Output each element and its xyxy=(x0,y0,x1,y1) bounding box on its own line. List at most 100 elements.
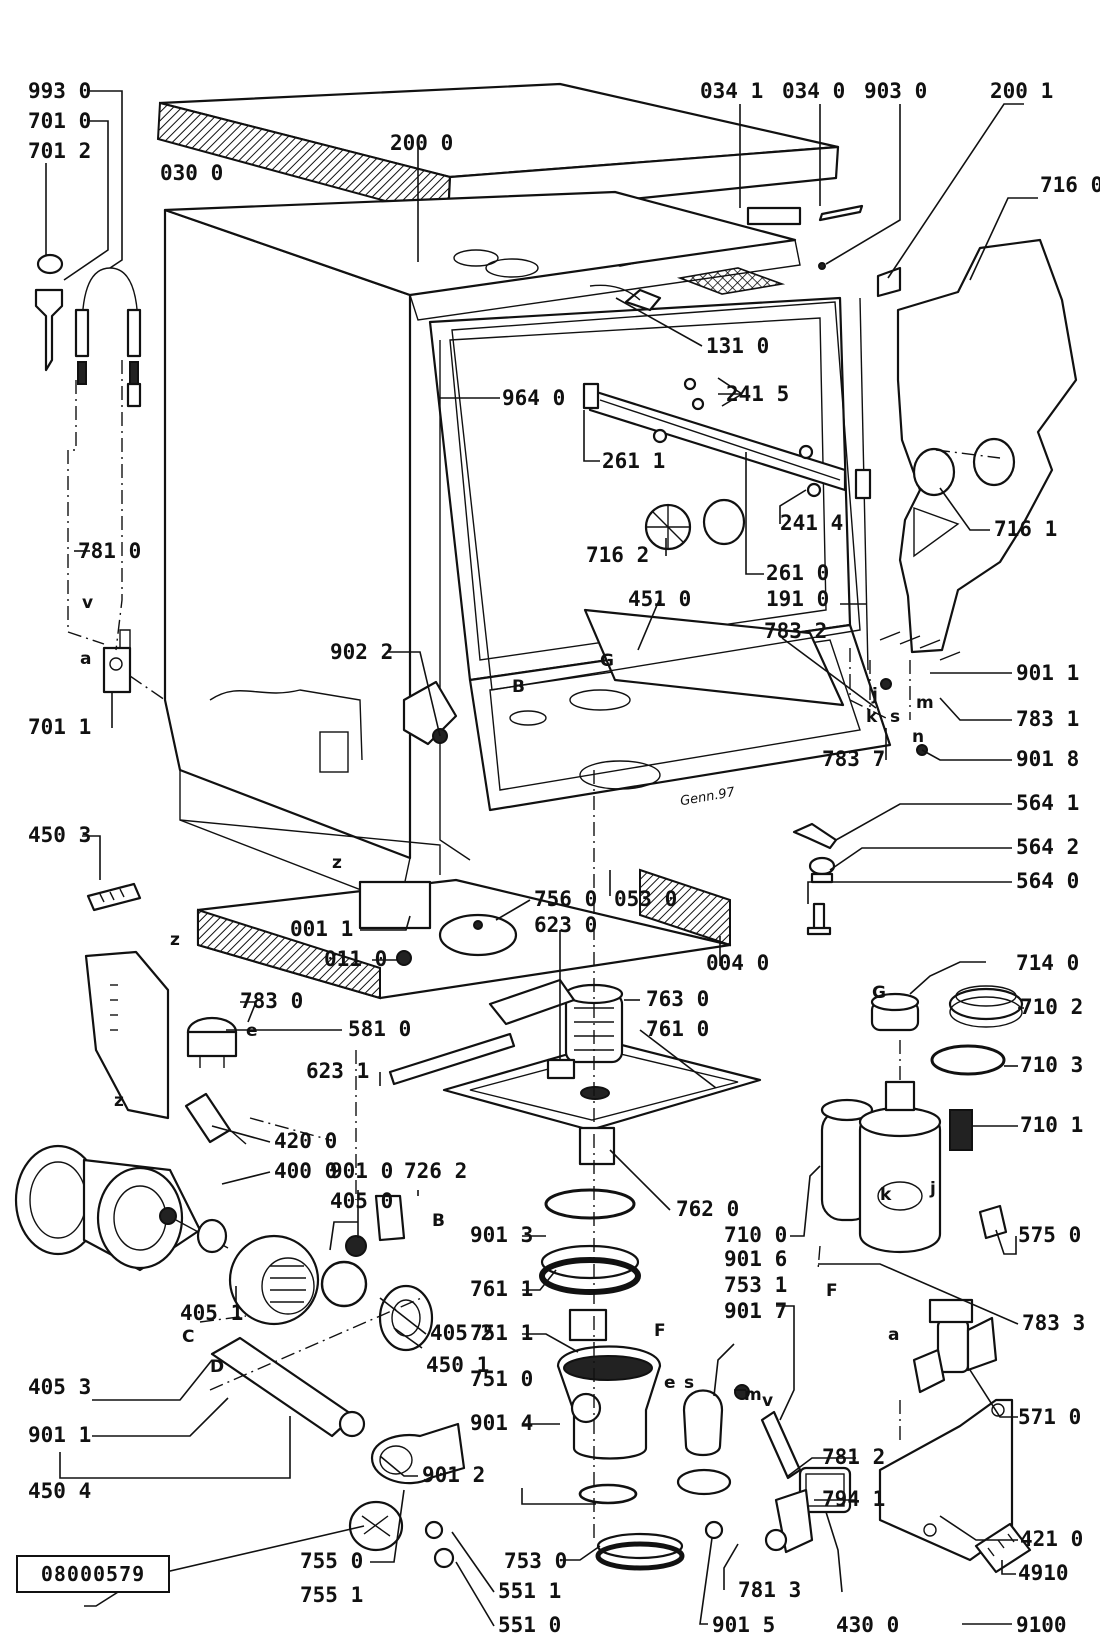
connection-letter-label: s xyxy=(684,1373,694,1393)
part-callout-label: 901 8 xyxy=(1016,747,1079,771)
part-callout-label: 710 1 xyxy=(1020,1113,1083,1137)
connection-letter-label: e xyxy=(246,1021,258,1041)
part-710-1-drawing xyxy=(949,1109,973,1151)
part-callout-label: 753 0 xyxy=(504,1549,567,1573)
part-callout-label: 9100 xyxy=(1016,1613,1067,1637)
part-callout-label: 781 0 xyxy=(78,539,141,563)
reference-code-box: 08000579 xyxy=(16,1555,170,1593)
part-callout-label: 451 0 xyxy=(628,587,691,611)
pressure-switch-drawing xyxy=(186,1016,238,1068)
part-callout-label: 450 4 xyxy=(28,1479,91,1503)
part-callout-label: 783 1 xyxy=(1016,707,1079,731)
pump-body-drawing xyxy=(196,1218,320,1326)
part-callout-label: 551 0 xyxy=(498,1613,561,1637)
connection-letter-label: F xyxy=(654,1321,666,1341)
door-switch-drawing xyxy=(388,978,576,1086)
reference-code: 08000579 xyxy=(40,1562,146,1586)
connection-letter-label: j xyxy=(929,1179,936,1199)
connection-letter-label: k xyxy=(880,1185,892,1205)
heater-drawing xyxy=(184,1092,247,1145)
part-callout-label: 405 0 xyxy=(330,1189,393,1213)
hose-clamp-901-0-drawing xyxy=(345,1235,367,1257)
connection-letter-label: G xyxy=(872,983,886,1003)
part-callout-label: 400 0 xyxy=(274,1159,337,1183)
connection-letter-label: z xyxy=(170,930,180,950)
part-illustrations xyxy=(14,82,1078,1574)
ring-710-2-drawing xyxy=(948,985,1024,1028)
hose-726-drawing xyxy=(374,1194,406,1242)
part-callout-label: 450 3 xyxy=(28,823,91,847)
part-callout-label: 901 2 xyxy=(422,1463,485,1487)
part-callout-label: 716 1 xyxy=(994,517,1057,541)
part-callout-label: 901 5 xyxy=(712,1613,775,1637)
connection-letter-label: z xyxy=(332,853,342,873)
part-callout-label: 755 1 xyxy=(300,1583,363,1607)
part-callout-label: 191 0 xyxy=(766,587,829,611)
side-panel-drawing xyxy=(854,238,1078,654)
part-callout-label: 901 1 xyxy=(1016,661,1079,685)
part-callout-label: 200 1 xyxy=(990,79,1053,103)
part-callout-label: 781 2 xyxy=(822,1445,885,1469)
base-tray-drawing xyxy=(196,868,732,1000)
pump-cover-755-1-drawing xyxy=(348,1500,404,1552)
small-parts-drawing xyxy=(589,204,961,936)
connection-letter-label: C xyxy=(182,1327,194,1347)
part-callout-label: 710 3 xyxy=(1020,1053,1083,1077)
connection-letter-label: v xyxy=(82,593,93,613)
part-callout-label: 053 0 xyxy=(614,887,677,911)
connection-letter-label: F xyxy=(826,1281,838,1301)
part-callout-label: 551 1 xyxy=(498,1579,561,1603)
connection-letter-label: v xyxy=(762,1391,773,1411)
part-callout-label: 241 5 xyxy=(726,382,789,406)
part-callout-label: 034 0 xyxy=(782,79,845,103)
cap-714-0-drawing xyxy=(870,992,920,1032)
part-callout-label: 716 2 xyxy=(586,543,649,567)
part-callout-label: 241 4 xyxy=(780,511,843,535)
seal-761-1-drawing xyxy=(539,1244,641,1295)
connection-letter-label: e xyxy=(664,1373,676,1393)
part-callout-label: 420 0 xyxy=(274,1129,337,1153)
part-callout-label: 783 0 xyxy=(240,989,303,1013)
part-callout-label: 131 0 xyxy=(706,334,769,358)
part-callout-label: 430 0 xyxy=(836,1613,899,1637)
part-callout-label: 901 6 xyxy=(724,1247,787,1271)
vent-grille-drawing xyxy=(86,882,142,912)
filter-cylinder-drawing xyxy=(564,983,624,1064)
fitting-551-0-drawing xyxy=(433,1547,455,1569)
component-430-0-drawing xyxy=(764,1466,852,1554)
part-callout-label: 993 0 xyxy=(28,79,91,103)
cabinet-shell-drawing xyxy=(163,190,801,906)
part-callout-label: 783 2 xyxy=(764,619,827,643)
part-callout-label: 716 0 xyxy=(1040,173,1100,197)
upper-rail-drawing xyxy=(582,377,847,498)
sump-751-0-drawing xyxy=(556,1308,662,1460)
connection-letter-label: j xyxy=(871,685,878,705)
part-callout-label: 710 0 xyxy=(724,1223,787,1247)
part-callout-label: 450 1 xyxy=(426,1353,489,1377)
switch-575-0-drawing xyxy=(978,1204,1008,1240)
door-seal-drawing xyxy=(451,301,861,691)
part-callout-label: 903 0 xyxy=(864,79,927,103)
o-ring-405-2-drawing xyxy=(320,1260,368,1308)
connection-letter-label: z xyxy=(114,1091,124,1111)
assembly-lines xyxy=(67,360,1001,1540)
hose-901-6-drawing xyxy=(760,1410,802,1480)
part-callout-label: 710 2 xyxy=(1020,995,1083,1019)
clamp-901-5-drawing xyxy=(704,1520,724,1540)
part-callout-label: 902 2 xyxy=(330,640,393,664)
part-callout-label: 564 2 xyxy=(1016,835,1079,859)
connection-letter-label: B xyxy=(512,677,525,697)
hinge-spring-drawing xyxy=(34,253,142,408)
pump-motor-drawing xyxy=(14,1144,229,1272)
part-callout-label: 761 0 xyxy=(646,1017,709,1041)
connection-letter-label: G xyxy=(600,651,614,671)
part-callout-label: 901 1 xyxy=(28,1423,91,1447)
part-callout-label: 405 3 xyxy=(28,1375,91,1399)
part-callout-label: 575 0 xyxy=(1018,1223,1081,1247)
connection-letter-label: D xyxy=(210,1357,224,1377)
part-callout-label: 623 0 xyxy=(534,913,597,937)
fitting-551-1-drawing xyxy=(424,1520,444,1540)
part-callout-label: 261 1 xyxy=(602,449,665,473)
part-callout-label: 901 7 xyxy=(724,1299,787,1323)
